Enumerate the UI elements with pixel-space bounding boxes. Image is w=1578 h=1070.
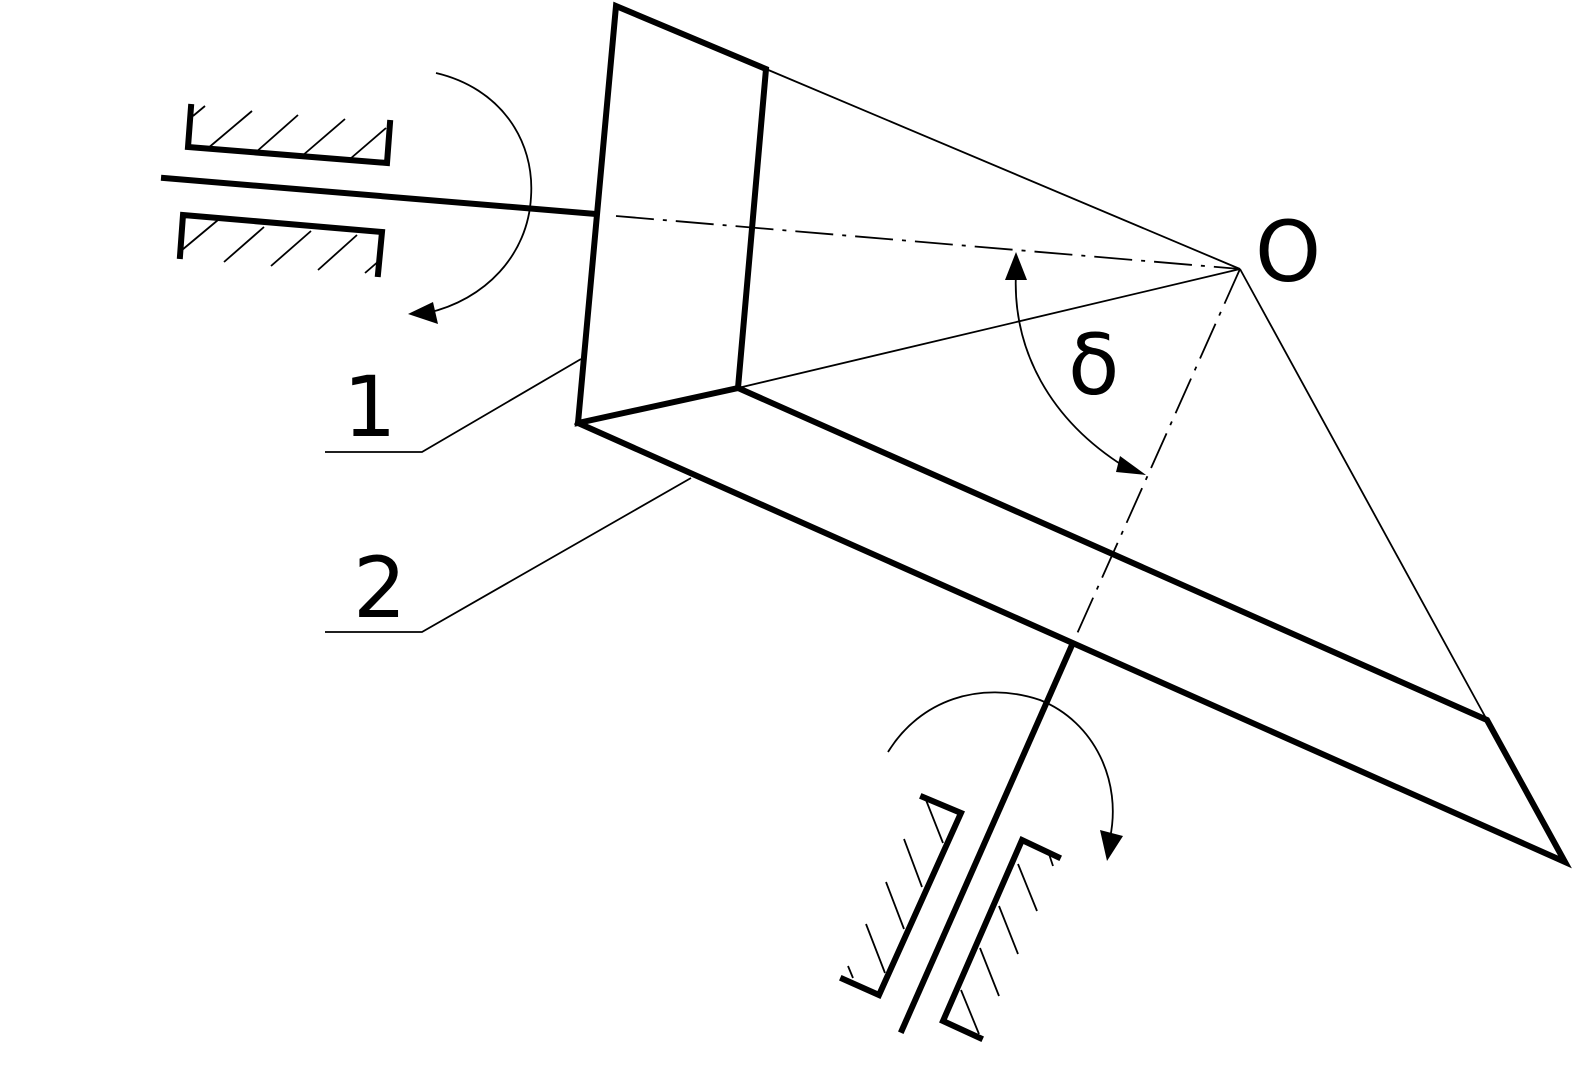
upper-gear-axis <box>615 215 1241 270</box>
lower-shaft-bearing <box>839 793 1062 1042</box>
rotation-arrow-upper <box>408 72 533 324</box>
leader-line-1 <box>325 358 582 453</box>
angle-delta-arc <box>1005 252 1146 475</box>
lower-bearing-left-housing <box>839 793 965 999</box>
upper-bearing-top-housing <box>184 103 394 167</box>
apex-label: O <box>1255 203 1321 301</box>
lower-shaft <box>898 641 1076 1034</box>
upper-shaft-bearing <box>176 103 394 278</box>
upper-bearing-hatching <box>181 105 387 274</box>
gear-1-pitch-line-top <box>765 68 1241 270</box>
bevel-gear-1 <box>574 1 1241 427</box>
upper-shaft <box>160 174 600 218</box>
lower-bearing-hatching <box>847 799 1054 1035</box>
gear-1-face <box>574 1 770 427</box>
bevel-gear-2 <box>574 268 1572 869</box>
part-label-2: 2 <box>353 539 406 637</box>
angle-label: δ <box>1068 316 1119 414</box>
leader-lines <box>325 358 692 633</box>
part-label-1: 1 <box>343 358 396 456</box>
common-pitch-line <box>737 268 1241 389</box>
leader-line-2 <box>325 477 692 633</box>
axes <box>615 215 1241 646</box>
gear-2-face <box>574 384 1572 869</box>
lower-bearing-right-housing <box>939 835 1062 1042</box>
lower-gear-axis <box>1071 268 1241 646</box>
gear-2-pitch-line <box>1239 268 1488 721</box>
rotation-arrow-lower <box>887 691 1123 861</box>
upper-bearing-bottom-housing <box>176 211 386 278</box>
